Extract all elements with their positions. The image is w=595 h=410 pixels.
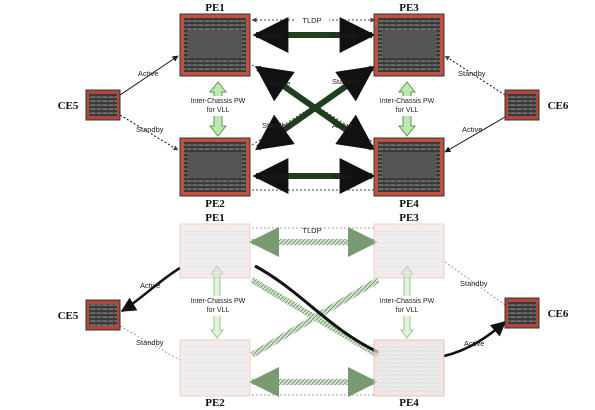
pe4-label: PE4 (399, 198, 419, 210)
bottom-pe2-label: PE2 (205, 397, 225, 409)
bottom-inter-chassis-right-line2: for VLL (396, 307, 419, 314)
bottom-ac-ce5-pe2 (119, 325, 181, 361)
bottom-pe4-label: PE4 (399, 397, 419, 409)
pw-pe2-pe4-left-label: Standby (262, 172, 290, 181)
inter-chassis-right-line2: for VLL (396, 107, 419, 114)
faded-pw-cross-2 (250, 277, 380, 358)
bottom-ac-ce6-pe3 (444, 261, 506, 306)
tldp-label: TLDP (302, 16, 321, 25)
pe1-router (179, 13, 251, 77)
ac-ce5-pe1-label: Active (138, 69, 158, 78)
bottom-ac-ce6-pe4 (443, 321, 507, 358)
pe4-router (373, 137, 445, 197)
bottom-inter-chassis-left-line1: Inter-Chassis PW (191, 298, 246, 305)
bottom-tldp-label: TLDP (302, 226, 321, 235)
bottom-ac-ce5-pe1-label: Active (140, 281, 160, 290)
bottom-ac-ce5-pe1 (120, 266, 181, 313)
bottom-ac-ce5-pe2-label: Standby (136, 338, 164, 347)
bottom-diagram: TLDP Inter-Chassis PW for VLL Inter-Chas… (58, 212, 569, 409)
cross-pe3-label: Standby (332, 77, 360, 86)
ce5-label: CE5 (58, 100, 79, 112)
pw-cross-pe2-pe3 (255, 65, 375, 151)
bottom-pe1-router (179, 223, 251, 279)
active-path-pe1-pe4 (254, 264, 379, 354)
inter-chassis-left-line1: Inter-Chassis PW (191, 98, 246, 105)
ac-ce6-pe4-label: Active (462, 125, 482, 134)
pe3-router (373, 13, 445, 77)
ce5-router (85, 89, 121, 121)
pw-pe1-pe3-left-label: Active (262, 31, 282, 40)
ac-ce5-pe1 (119, 55, 179, 96)
pw-pe1-pe3-right-label: Standby (330, 31, 358, 40)
bottom-inter-chassis-right-line1: Inter-Chassis PW (380, 298, 435, 305)
ac-ce6-pe3-label: Standby (458, 69, 486, 78)
pe2-label: PE2 (205, 198, 225, 210)
ac-ce6-pe4 (444, 116, 506, 153)
ce6-router (504, 89, 540, 121)
bottom-ac-ce6-pe3-label: Standby (460, 279, 488, 288)
ce6-label: CE6 (548, 100, 569, 112)
pe1-label: PE1 (205, 2, 225, 14)
ac-ce5-pe2-label: Standby (136, 125, 164, 134)
inter-chassis-right-line1: Inter-Chassis PW (380, 98, 435, 105)
cross-pe1-label: Active (270, 79, 290, 88)
bottom-inter-chassis-left-line2: for VLL (207, 307, 230, 314)
bottom-pe1-label: PE1 (205, 212, 225, 224)
inter-chassis-left-line2: for VLL (207, 107, 230, 114)
pe3-label: PE3 (399, 2, 419, 14)
bottom-ac-ce6-pe4-label: Active (464, 339, 484, 348)
bottom-ce5-label: CE5 (58, 310, 79, 322)
bottom-pe4-router (373, 339, 445, 397)
pw-pe2-pe4-right-label: Active (332, 172, 352, 181)
top-diagram: TLDP Active Standby Active Standby Stand… (58, 2, 569, 210)
bottom-pe3-router (373, 223, 445, 279)
bottom-pe2-router (179, 339, 251, 397)
bottom-ce6-router (504, 297, 540, 329)
bottom-ce6-label: CE6 (548, 308, 569, 320)
ac-ce5-pe2 (119, 114, 179, 151)
cross-pe2-label: Standby (262, 121, 290, 130)
pe2-router (179, 137, 251, 197)
bottom-pe3-label: PE3 (399, 212, 419, 224)
bottom-ce5-router (85, 299, 121, 331)
cross-pe4-label: Active (332, 121, 352, 130)
